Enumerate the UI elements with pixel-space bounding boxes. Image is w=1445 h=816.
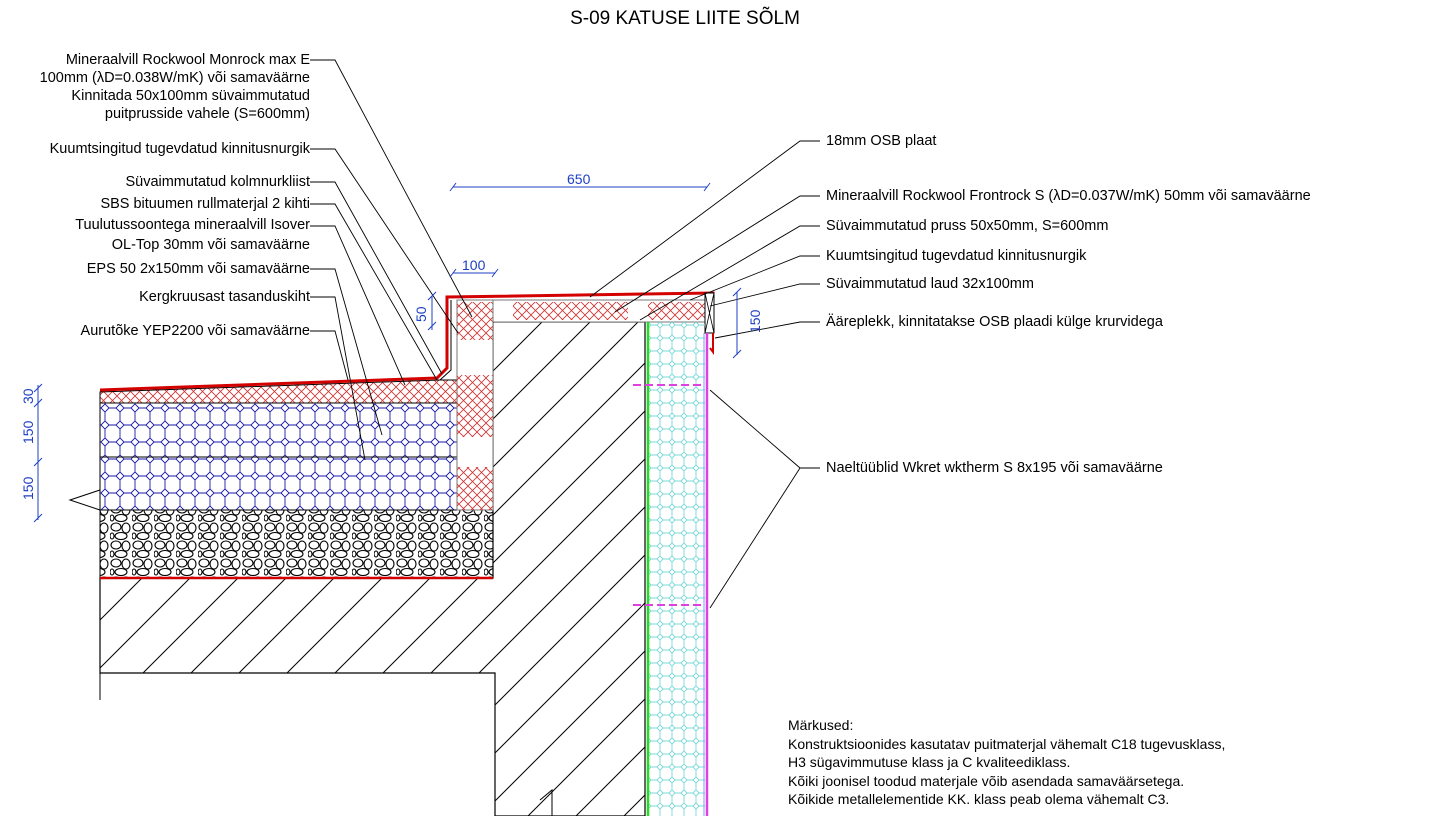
label-frontrock: Mineraalvill Rockwool Frontrock S (λD=0.… xyxy=(826,188,1311,204)
note-line: H3 sügavimmutuse klass ja C kvaliteedikl… xyxy=(788,754,1071,770)
label-line: Tuulutussoontega mineraalvill Isover xyxy=(75,217,310,233)
label-gravel: Kergkruusast tasanduskiht xyxy=(139,289,310,305)
label-triangle-strip: Süvaimmutatud kolmnurkliist xyxy=(125,174,310,190)
dim-100: 100 xyxy=(462,257,486,273)
gravel-layer xyxy=(99,509,494,579)
note-line: Konstruktsioonides kasutatav puitmaterja… xyxy=(788,735,1226,752)
label-line: 100mm (λD=0.038W/mK) või samaväärne xyxy=(39,70,310,86)
note-line: Kõiki joonisel toodud materjale võib ase… xyxy=(788,772,1185,789)
label-sbs-membrane: SBS bituumen rullmaterjal 2 kihti xyxy=(100,196,310,212)
label-osb: 18mm OSB plaat xyxy=(826,133,937,149)
label-line: Mineraalvill Rockwool Monrock max E xyxy=(65,52,310,68)
notes: Märkused: Konstruktsioonides kasutatav p… xyxy=(788,716,1225,809)
dim-50: 50 xyxy=(413,306,429,322)
leader-lines xyxy=(310,59,820,609)
label-bracket-right: Kuumtsingitud tugevdatud kinnitusnurgik xyxy=(826,248,1087,264)
label-batten: Süvaimmutatud pruss 50x50mm, S=600mm xyxy=(826,218,1109,234)
label-line: puitprusside vahele (S=600mm) xyxy=(104,106,310,122)
drawing-title: S-09 KATUSE LIITE SÕLM xyxy=(570,8,800,29)
label-line: OL-Top 30mm või samaväärne xyxy=(111,237,310,253)
label-mineral-wool-roof: Mineraalvill Rockwool Monrock max E 100m… xyxy=(40,51,310,123)
notes-heading: Märkused: xyxy=(788,717,854,733)
top-insulation xyxy=(513,302,628,320)
wall-insulation xyxy=(648,322,705,816)
label-line: Kinnitada 50x100mm süvaimmutatud xyxy=(71,88,310,104)
label-board: Süvaimmutatud laud 32x100mm xyxy=(826,276,1034,292)
dim-30: 30 xyxy=(20,388,36,404)
dim-150-fascia: 150 xyxy=(747,309,763,333)
dim-650: 650 xyxy=(567,171,591,187)
label-vapour-barrier: Aurutõke YEP2200 või samaväärne xyxy=(80,323,310,339)
dim-150-a: 150 xyxy=(20,420,36,444)
parapet-wool xyxy=(457,302,493,340)
anchor-icon xyxy=(633,384,705,606)
label-corner-bracket: Kuumtsingitud tugevdatud kinnitusnurgik xyxy=(49,141,310,157)
label-anchors: Naeltüüblid Wkret wktherm S 8x195 või sa… xyxy=(826,460,1163,476)
label-edge-flashing: Ääreplekk, kinnitatakse OSB plaadi külge… xyxy=(826,314,1163,330)
label-eps: EPS 50 2x150mm või samaväärne xyxy=(86,261,310,277)
label-isover: Tuulutussoontega mineraalvill Isover OL-… xyxy=(75,216,310,254)
note-line: Kõikide metallelementide KK. klass peab … xyxy=(788,791,1170,807)
dimension-lines xyxy=(33,182,742,523)
dim-150-b: 150 xyxy=(20,476,36,500)
